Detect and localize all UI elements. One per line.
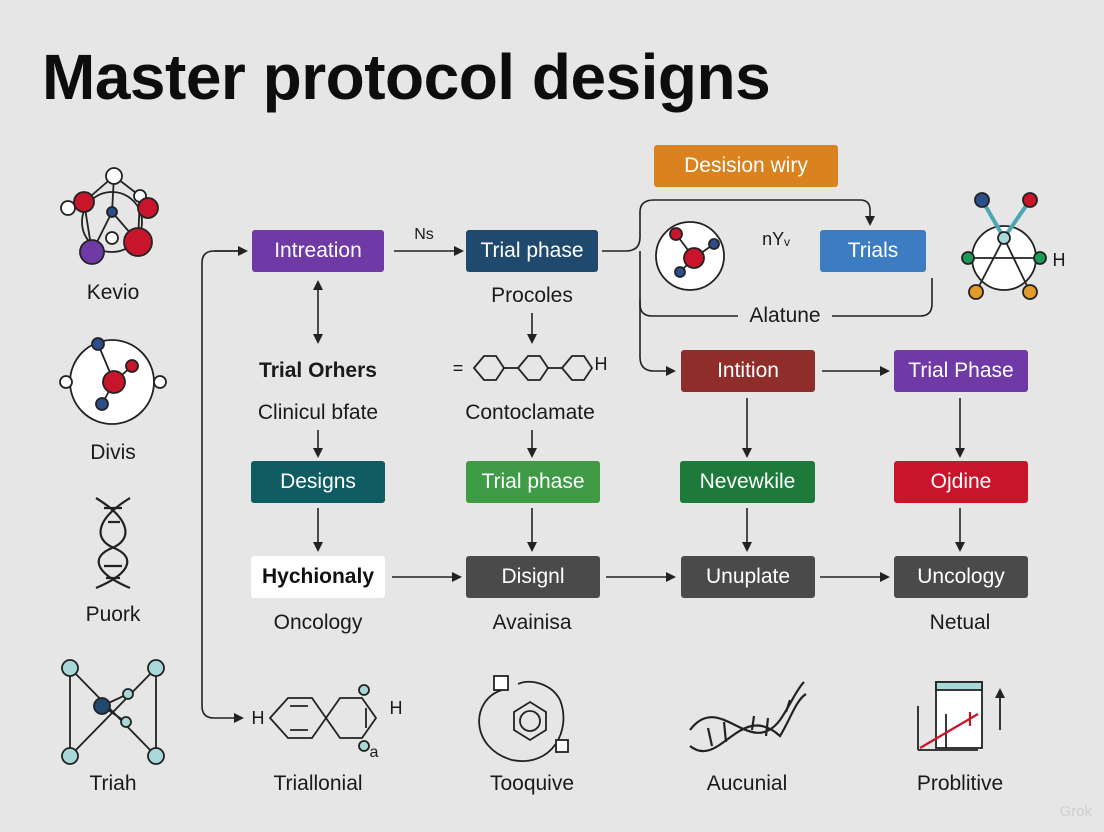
atom-circle-icon [59, 337, 167, 425]
procoles-label: Procoles [491, 284, 573, 307]
intreation-box: Intreation [252, 230, 384, 272]
oncology-label: Oncology [273, 611, 363, 634]
hexagon-chain-icon [472, 355, 594, 381]
ring-h-left-label: H [251, 708, 265, 728]
left-bracket-line [201, 250, 244, 723]
trial-phase-right-box: Trial Phase [894, 350, 1028, 392]
disignl-box: Disignl [466, 556, 600, 598]
equals-label: = [452, 358, 464, 378]
aucunial-label: Aucunial [706, 772, 788, 795]
nevewkile-box: Nevewkile [680, 461, 815, 503]
designs-box: Designs [251, 461, 385, 503]
watermark: Grok [1059, 803, 1092, 820]
trial-orhers-label: Trial Orhers [259, 359, 377, 382]
uncology-box: Uncology [894, 556, 1028, 598]
branch-line [602, 199, 875, 252]
desision-wiry-box: Desision wiry [654, 145, 838, 187]
ns-label: Ns [414, 226, 434, 243]
tooquive-label: Tooquive [489, 772, 575, 795]
branch-down [639, 251, 676, 376]
molecule-cluster-icon [60, 167, 159, 265]
ring-a-label: a [369, 744, 379, 761]
dna-icon [95, 497, 131, 590]
divis-label: Divis [90, 441, 136, 464]
trials-box: Trials [820, 230, 926, 272]
unuplate-box: Unuplate [681, 556, 815, 598]
trial-phase-top-box: Trial phase [466, 230, 598, 272]
alatune-label: Alatune [749, 304, 821, 327]
chart-document-icon [917, 681, 1005, 751]
alatune-right [832, 278, 933, 317]
ring-h-right-label: H [389, 698, 403, 718]
problitive-label: Problitive [916, 772, 1004, 795]
nyv-label: nYᵥ [762, 229, 790, 249]
triah-label: Triah [89, 772, 137, 795]
puork-label: Puork [85, 603, 141, 626]
trial-phase-mid-box: Trial phase [466, 461, 600, 503]
v-network-icon [961, 192, 1047, 300]
hychionaly-box: Hychionaly [251, 556, 385, 598]
icon-h-label: H [1052, 250, 1066, 270]
benzene-cycle-icon [478, 675, 569, 762]
page-title: Master protocol designs [42, 41, 771, 113]
chain-h-label: H [594, 354, 608, 374]
kevio-label: Kevio [86, 281, 140, 304]
branch-alatune [639, 300, 738, 317]
network-node-icon [61, 659, 165, 765]
contoclamate-label: Contoclamate [465, 401, 595, 424]
molecule-circle-icon [655, 221, 725, 291]
intition-box: Intition [681, 350, 815, 392]
dna-helix-icon [689, 681, 807, 753]
avainisa-label: Avainisa [492, 611, 572, 634]
ojdine-box: Ojdine [894, 461, 1028, 503]
fused-ring-icon [268, 684, 378, 752]
triallonial-label: Triallonial [273, 772, 363, 795]
clinicul-bfate-label: Clinicul bfate [257, 401, 379, 424]
netual-label: Netual [929, 611, 991, 634]
